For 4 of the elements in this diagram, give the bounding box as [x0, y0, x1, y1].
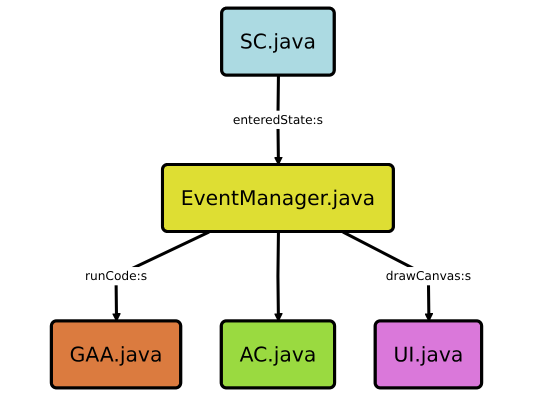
edge-label: enteredState:s — [232, 112, 324, 127]
edge-label: drawCanvas:s — [386, 269, 472, 284]
edge-label: runCode:s — [84, 269, 148, 284]
arrow — [274, 232, 283, 322]
